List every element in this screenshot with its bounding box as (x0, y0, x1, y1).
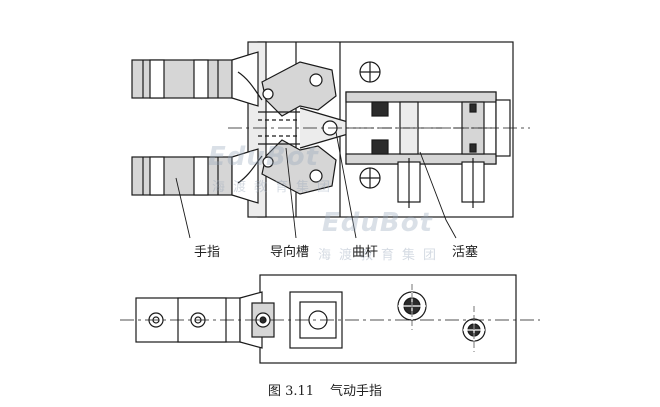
watermark-subtitle-1: 海渡教育集团 (212, 180, 339, 195)
label-piston: 活塞 (452, 245, 479, 260)
label-guide-slot: 导向槽 (270, 245, 310, 260)
figure-number: 图 3.11 (268, 384, 315, 399)
figure-title: 气动手指 (330, 384, 383, 399)
link-lower (237, 155, 263, 184)
label-finger: 手指 (194, 245, 221, 260)
finger-lower (131, 148, 259, 204)
leader-lines (175, 131, 457, 239)
guide-slot (258, 111, 300, 145)
watermark-logo-1: EduBot (208, 142, 319, 172)
bottom-plan-view (120, 274, 540, 364)
screw-holes-top (359, 61, 485, 208)
link-upper (237, 71, 263, 101)
top-section-view (131, 41, 530, 239)
finger-upper (131, 51, 259, 107)
label-crank: 曲杆 (352, 245, 379, 260)
watermark-logo-2: EduBot (322, 208, 433, 238)
watermark-subtitle-2: 海渡教育集团 (318, 248, 445, 263)
